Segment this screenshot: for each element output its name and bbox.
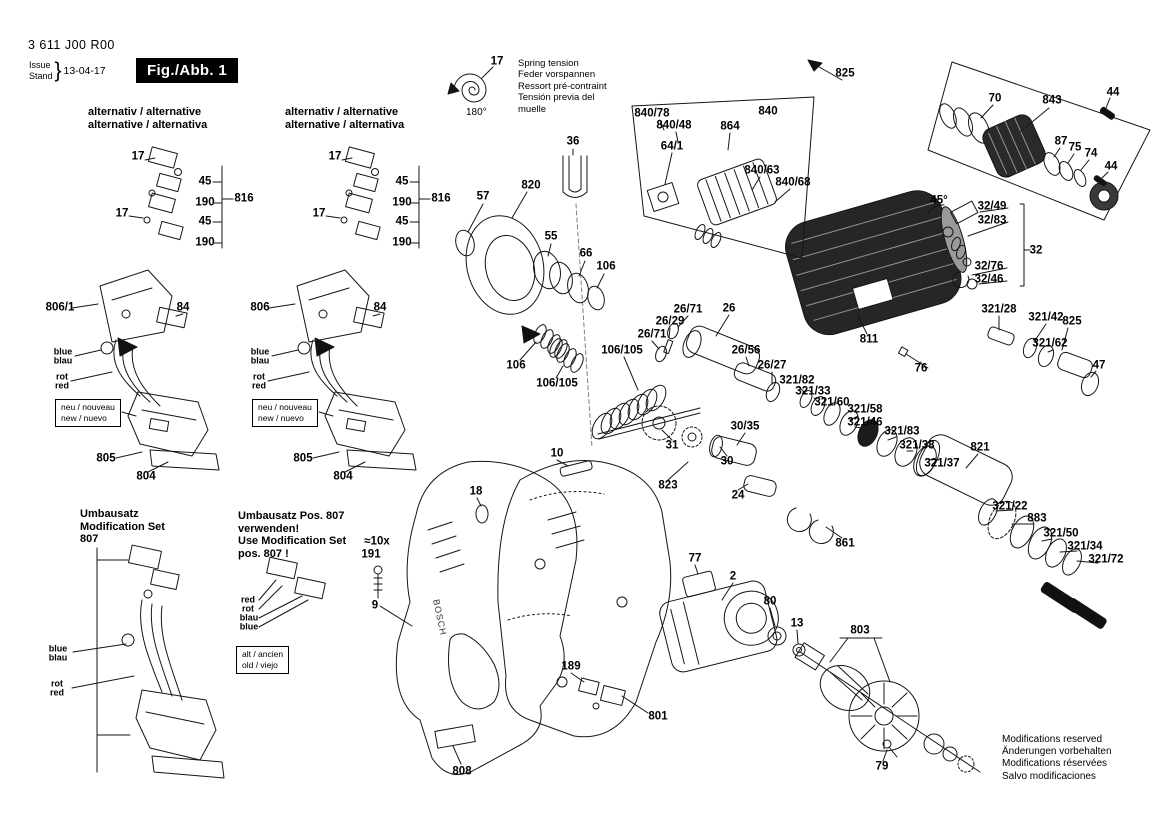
issue-label: Issue [29,60,51,70]
note-line: alternativ / alternative [285,106,399,118]
note-line: Modifications reserved [1002,734,1103,745]
motor-drawing [659,564,806,673]
armature-drawing [794,637,981,773]
spindle-gear-drawing [591,384,777,497]
note-line: Ressort pré-contraint [518,80,607,92]
small-springs-drawing [519,324,639,391]
stand-label: Stand [29,71,53,82]
note-line: neu / nouveau [258,402,312,412]
ring-chain-drawing [798,386,939,477]
document-number: 3 611 J00 R00 [28,38,115,52]
neu-box-1: neu / nouveau new / nuevo [55,399,121,428]
note-line: neu / nouveau [61,402,115,412]
issue-date: 13-04-17 [63,65,106,78]
toolholder-drawing [807,59,1151,221]
neu-box-2: neu / nouveau new / nuevo [252,399,318,428]
note-line: pos. 807 ! [238,547,289,560]
barrel-drawing [915,434,1107,629]
issue-stand-block: Issue Stand } 13-04-17 [29,60,106,83]
note-line: 807 [80,533,99,546]
spring-tension-symbol [447,66,494,103]
note-line: alt / ancien [242,649,284,659]
modification-set-assembly [71,544,225,779]
modification-note: Umbausatz Pos. 807 verwenden! Use Modifi… [238,510,346,561]
air-deflector-drawing [631,96,815,259]
hammer-tube-drawing [651,314,781,403]
note-line: Modifications réservées [1002,758,1108,770]
note-line: alternativ / alternative [88,106,202,118]
alt-box: alt / ancien old / viejo [236,646,290,675]
note-line: Tensión previa del [518,92,595,104]
note-line: Use Modification Set [238,535,347,548]
motor-housing-drawing [785,190,968,336]
bearing-flange-drawing [455,191,605,315]
leader-811 [857,315,868,335]
spring-tension-note: Spring tension Feder vorspannen Ressort … [518,58,607,115]
screw-76-drawing [897,346,929,369]
u-clip-drawing [562,148,593,449]
note-line: Salvo modificaciones [1002,770,1096,782]
angle-annotation: 180° [466,107,487,118]
note-line: new / nuevo [61,413,107,424]
note-line: Änderungen vorbehalten [1002,746,1112,758]
umbausatz-heading: Umbausatz Modification Set 807 [80,508,165,546]
upper-right-parts-drawing [987,315,1100,397]
note-line: alternative / alternativa [88,118,208,131]
note-line: verwenden! [238,522,300,535]
misc-center-parts [373,459,649,765]
note-line: new / nuevo [258,413,304,424]
figure-label: Fig./Abb. 1 [136,58,238,83]
brand-wordmark: BOSCH [431,598,448,636]
note-line: Spring tension [518,58,579,69]
note-line: Umbausatz [80,508,139,520]
clutch-clips-drawing [786,507,843,545]
note-line: Modification Set [80,520,165,533]
note-line: muelle [518,103,546,115]
wiring-assembly-1 [70,146,234,473]
selector-parts-drawing [927,200,1031,290]
note-line: Umbausatz Pos. 807 [238,510,345,522]
issue-stand-labels: Issue Stand [29,60,53,83]
brace-glyph: } [54,58,62,82]
clamshell-housing-drawing: BOSCH [395,459,672,776]
note-line: old / viejo [242,660,278,671]
alternative-heading-1: alternativ / alternative alternative / a… [88,106,207,131]
alternative-heading-2: alternativ / alternative alternative / a… [285,106,404,131]
note-line: Feder vorspannen [518,69,596,81]
modifications-reserved-note: Modifications reserved Änderungen vorbeh… [1002,734,1112,783]
note-line: alternative / alternativa [285,118,405,131]
modification-note-parts [258,556,326,628]
